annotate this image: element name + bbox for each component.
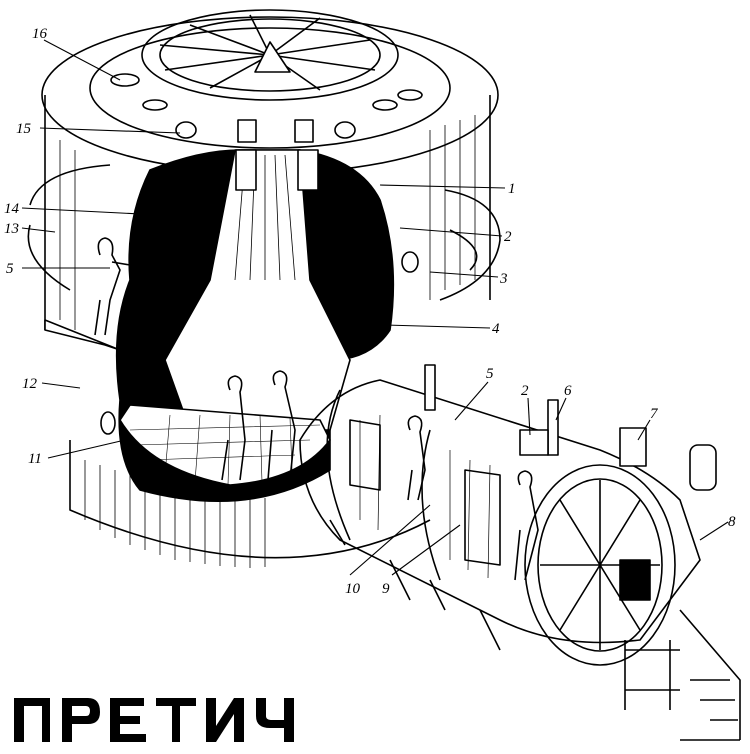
watermark-logo: [14, 698, 294, 742]
callout-16: 16: [32, 26, 48, 42]
worker-figure-left: [94, 237, 131, 336]
portholes: [100, 121, 419, 435]
leader-line-14: [21, 207, 161, 216]
worker-figure-2: [514, 470, 539, 581]
inner-door-2: [464, 469, 501, 566]
leader-line-7: [637, 419, 651, 441]
leader-line-9: [391, 524, 461, 576]
tube-supports: [329, 519, 501, 651]
callout-1: 1: [508, 181, 516, 197]
leader-line-8: [699, 521, 729, 541]
callout-8: 8: [728, 514, 736, 530]
callout-2b: 2: [521, 383, 529, 399]
leader-line-10: [349, 504, 431, 576]
access-stairs: [624, 609, 741, 741]
leader-line-2b: [527, 397, 531, 436]
leader-line-2: [399, 227, 503, 237]
mid-gallery-ring: [29, 164, 501, 301]
top-hatch-wheel: [141, 9, 399, 101]
leader-line-6: [555, 397, 567, 421]
worker-figure-3: [221, 375, 246, 481]
chamber-base: [69, 440, 431, 559]
chamber-floor: [119, 404, 331, 486]
leader-lines: [21, 39, 729, 576]
leader-line-15: [39, 127, 181, 134]
callout-3: 3: [499, 271, 508, 287]
callout-2: 2: [504, 229, 512, 245]
leader-line-1: [379, 184, 506, 189]
callout-4: 4: [492, 321, 500, 337]
leader-line-3: [429, 271, 499, 278]
inner-door-1: [349, 419, 381, 491]
callout-10: 10: [345, 581, 361, 597]
callout-5: 5: [6, 261, 14, 277]
callout-14: 14: [4, 201, 20, 217]
top-pipes: [424, 364, 717, 491]
central-column: [164, 149, 351, 431]
leader-line-4: [384, 324, 491, 329]
callout-9: 9: [382, 581, 390, 597]
worker-figure-1: [407, 415, 426, 501]
callout-12: 12: [22, 376, 38, 392]
callout-11: 11: [28, 451, 42, 467]
top-rim-valves: [110, 73, 423, 191]
callout-labels: 1 2 3 4 5 5 2 6 7 8 9 10 11 12 13 14 15 …: [4, 26, 736, 597]
leader-line-13: [21, 227, 56, 233]
horizontal-chamber: [221, 364, 741, 741]
transfer-tube: [299, 379, 701, 644]
callout-13: 13: [4, 221, 19, 237]
callout-15: 15: [16, 121, 32, 137]
leader-line-12: [41, 382, 81, 389]
leader-line-11: [47, 439, 126, 459]
callout-6: 6: [564, 383, 572, 399]
callout-5b: 5: [486, 366, 494, 382]
side-platform: [44, 319, 121, 351]
worker-figure-4: [267, 370, 296, 481]
callout-7: 7: [650, 406, 659, 422]
end-door: [524, 464, 676, 666]
leader-line-5b: [454, 381, 489, 421]
leader-line-16: [43, 39, 121, 81]
vertical-chamber: [27, 9, 501, 568]
top-rim: [89, 27, 451, 149]
